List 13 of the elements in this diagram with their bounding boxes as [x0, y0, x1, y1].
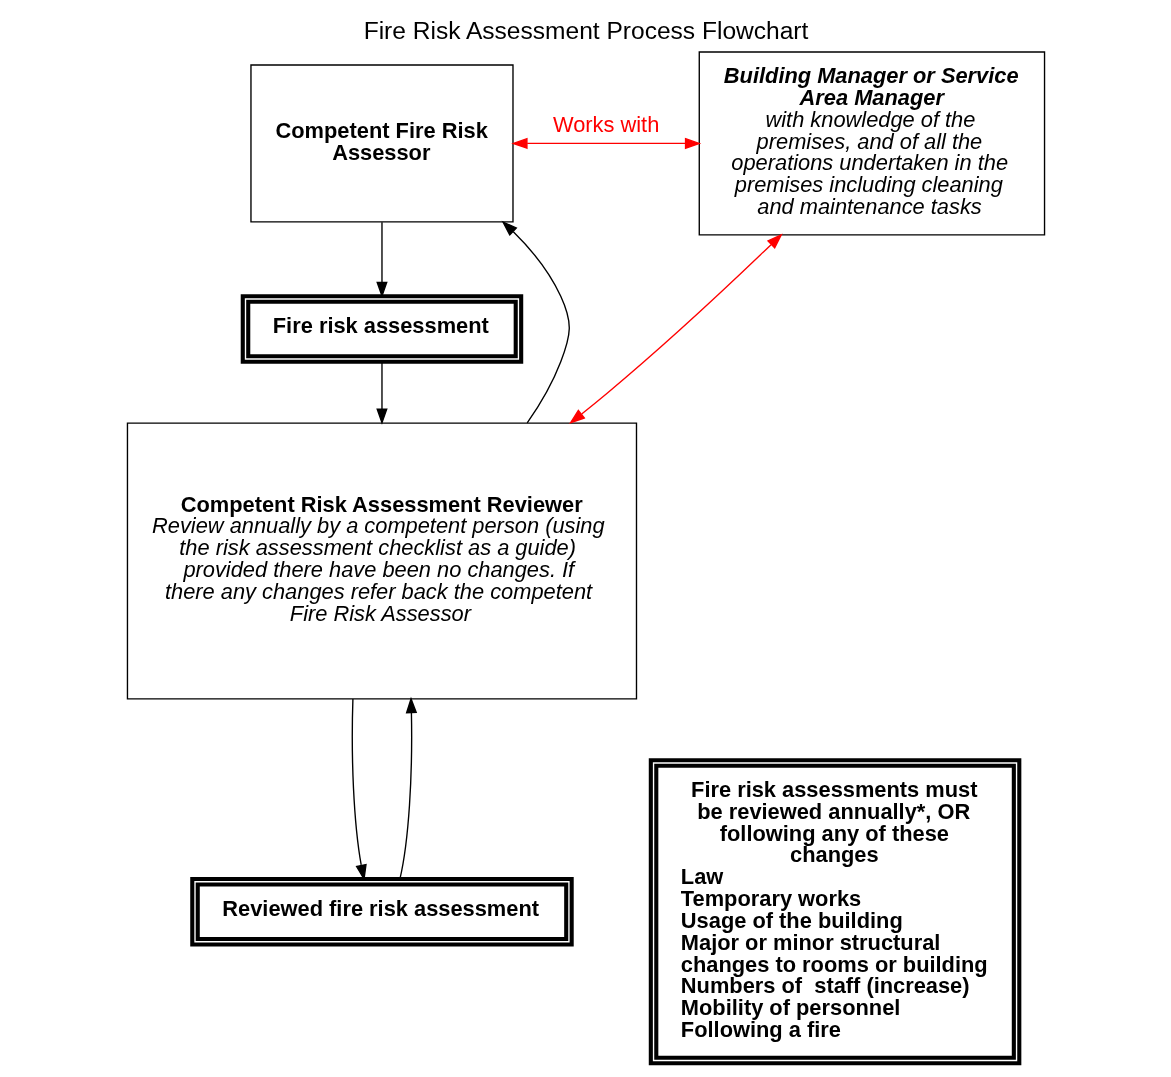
edge-label: Works with [552, 112, 659, 138]
arrow [510, 137, 701, 150]
node-box: Fire risk assessment [240, 294, 523, 364]
arrow [375, 361, 388, 425]
node-box: Competent Fire Risk Assessor [249, 64, 514, 223]
node-box: Fire risk assessments must be reviewed annually*, OR following any of these changes Law Temporary works Usage of the building Major or minor structural changes to rooms or building Numbers of staff (increase) Mobility of personnel Following a fire [648, 758, 1021, 1066]
arrow [398, 696, 417, 880]
arrow [568, 233, 783, 424]
node-box: Reviewed fire risk assessment [189, 876, 574, 947]
diagram-title: Fire Risk Assessment Process Flowchart [363, 16, 808, 44]
arrow [501, 220, 570, 424]
node-box: Building Manager or Service Area Manager with knowledge of the premises, and of all the operations undertaken in the premises including cleaning and maintenance tasks [698, 51, 1045, 236]
node-box: Competent Risk Assessment Reviewer Review annually by a competent person (using the risk assessment checklist as a guide) provided there have been no changes. If there any changes refer back the competent Fire Risk Assessor [126, 422, 637, 700]
